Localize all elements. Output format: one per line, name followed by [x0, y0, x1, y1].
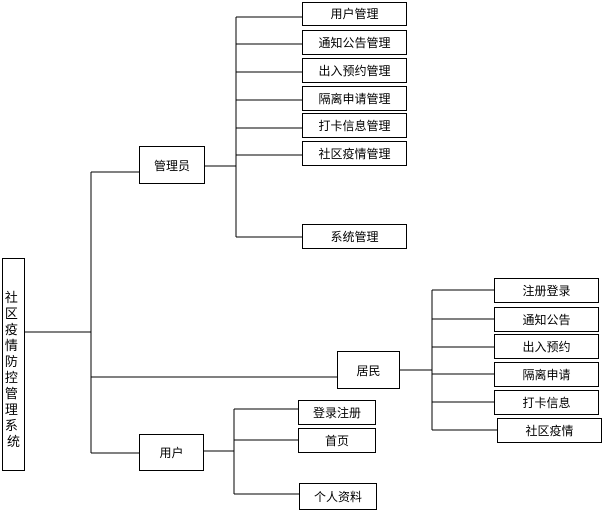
- root-char: 防: [5, 354, 18, 370]
- branch-label: 居民: [356, 364, 380, 378]
- root-char: 社: [5, 290, 18, 306]
- leaf-node: 通知公告: [494, 307, 599, 332]
- root-node: 社 区 疫 情 防 控 管 理 系 统: [2, 258, 25, 471]
- root-char: 理: [5, 403, 18, 418]
- root-char: 区: [5, 307, 18, 322]
- svg-text:注册登录: 注册登录: [522, 283, 570, 298]
- svg-text:个人资料: 个人资料: [314, 490, 362, 504]
- leaf-node: 用户管理: [302, 2, 407, 26]
- leaf-node: 通知公告管理: [302, 30, 407, 55]
- user-children: 登录注册 首页 个人资料: [298, 400, 377, 510]
- branch-node-resident: 居民: [337, 351, 400, 389]
- svg-text:打卡信息: 打卡信息: [522, 395, 570, 410]
- leaf-node: 社区疫情: [497, 418, 602, 443]
- svg-text:隔离申请管理: 隔离申请管理: [318, 91, 390, 106]
- svg-text:登录注册: 登录注册: [313, 405, 361, 420]
- leaf-node: 隔离申请: [494, 362, 599, 387]
- leaf-node: 个人资料: [299, 483, 377, 510]
- leaf-node: 社区疫情管理: [302, 141, 407, 166]
- svg-text:用户管理: 用户管理: [330, 6, 378, 21]
- svg-text:社区疫情管理: 社区疫情管理: [318, 146, 390, 161]
- svg-text:首页: 首页: [325, 434, 349, 448]
- svg-text:社 区 疫 情: 社 区 疫 情 防 控 管 理 系 统: [5, 290, 22, 450]
- leaf-node: 首页: [298, 428, 376, 453]
- root-char: 疫: [5, 322, 18, 338]
- leaf-node: 系统管理: [302, 224, 407, 249]
- root-char: 管: [5, 387, 18, 402]
- leaf-node: 打卡信息管理: [302, 113, 407, 138]
- svg-text:出入预约: 出入预约: [522, 339, 570, 354]
- root-char: 统: [7, 435, 20, 450]
- connectors: [25, 16, 497, 495]
- leaf-node: 注册登录: [494, 278, 599, 303]
- svg-text:社区疫情: 社区疫情: [525, 423, 573, 438]
- admin-children: 用户管理 通知公告管理 出入预约管理 隔离申请管理 打卡信息管理 社区疫情管理 …: [302, 2, 407, 249]
- svg-text:隔离申请: 隔离申请: [522, 367, 570, 382]
- svg-text:通知公告: 通知公告: [522, 313, 570, 327]
- root-char: 系: [5, 419, 18, 434]
- leaf-node: 出入预约: [494, 334, 599, 359]
- branch-label: 用户: [159, 445, 183, 460]
- leaf-node: 打卡信息: [494, 390, 599, 415]
- leaf-node: 隔离申请管理: [302, 86, 407, 111]
- leaf-node: 出入预约管理: [302, 58, 407, 83]
- root-char: 控: [5, 371, 18, 386]
- svg-text:通知公告管理: 通知公告管理: [318, 35, 390, 50]
- root-char: 情: [5, 339, 18, 354]
- branch-node-user: 用户: [139, 434, 204, 471]
- svg-text:系统管理: 系统管理: [330, 229, 378, 244]
- svg-text:打卡信息管理: 打卡信息管理: [318, 118, 390, 133]
- branch-label: 管理员: [154, 158, 190, 173]
- branch-node-admin: 管理员: [139, 146, 205, 184]
- leaf-node: 登录注册: [298, 400, 376, 425]
- resident-children: 注册登录 通知公告 出入预约 隔离申请 打卡信息 社区疫情: [494, 278, 602, 443]
- svg-text:出入预约管理: 出入预约管理: [318, 63, 390, 78]
